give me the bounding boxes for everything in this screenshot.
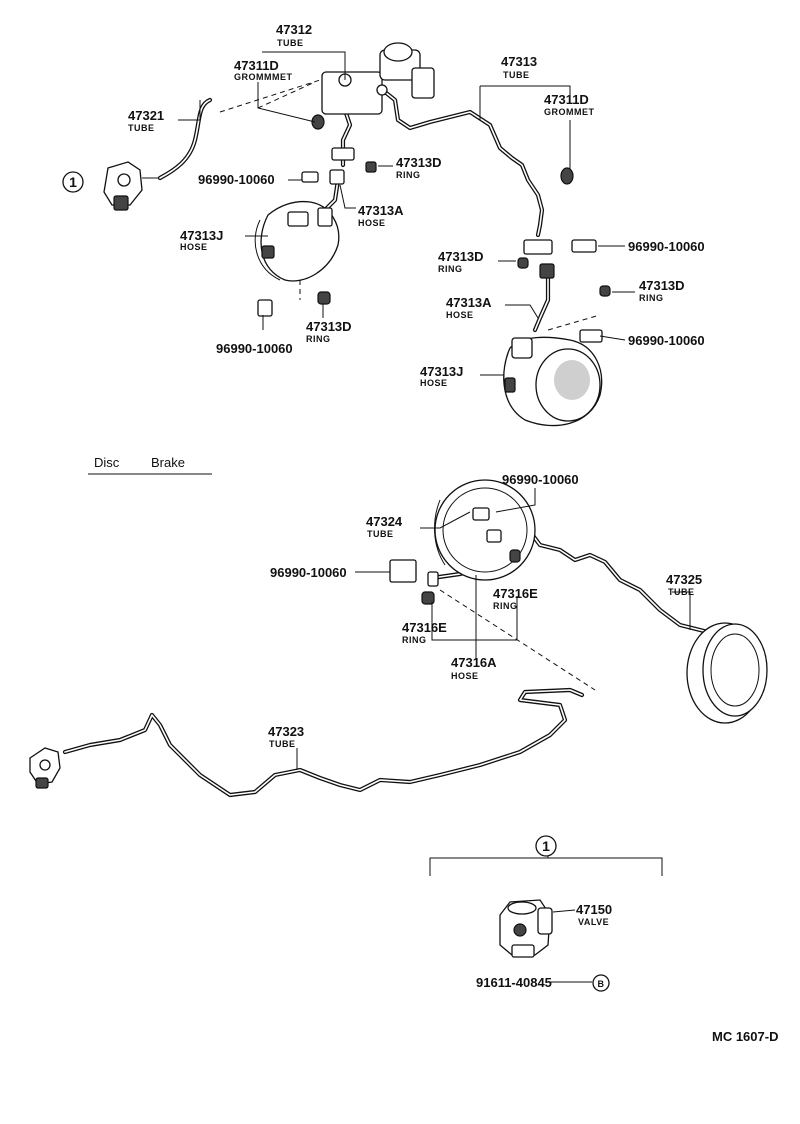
callout-47313D-c-name: RING (438, 264, 463, 274)
clips-and-rings (257, 114, 611, 605)
callout-96990-a: 96990-10060 (198, 172, 275, 187)
svg-text:1: 1 (69, 174, 77, 190)
ref-marker-1-top: 1 (62, 171, 84, 193)
callout-47313D-d-number: 47313D (639, 278, 685, 293)
section-label-brake: Brake (151, 455, 185, 470)
callout-47313-number: 47313 (501, 54, 537, 69)
master-cylinder (321, 42, 435, 115)
callout-91611: 91611-40845 (476, 975, 552, 990)
diagram-code: MC 1607-D (712, 1029, 778, 1044)
callout-47311D-a-number: 47311D (234, 58, 279, 73)
front-right-caliper (503, 336, 603, 427)
brake-pipes (62, 82, 758, 798)
callout-47313J-a-name: HOSE (180, 242, 208, 252)
proportioning-valve-top (103, 161, 158, 211)
callout-47150-number: 47150 (576, 902, 612, 917)
callout-47313D-b-number: 47313D (306, 319, 352, 334)
callout-47311D-b-number: 47311D (544, 92, 589, 107)
section-label-disc: Disc (94, 455, 120, 470)
ref-marker-b: B (592, 974, 610, 992)
callout-47312-number: 47312 (276, 22, 312, 37)
valve-47150 (499, 899, 553, 958)
callout-47321-name: TUBE (128, 123, 155, 133)
rear-drum-left (434, 479, 536, 581)
callout-47316A-name: HOSE (451, 671, 479, 681)
callout-47313-name: TUBE (503, 70, 530, 80)
callout-47313A-a-name: HOSE (358, 218, 386, 228)
callout-47313A-a-number: 47313A (358, 203, 404, 218)
callout-47313D-c-number: 47313D (438, 249, 484, 264)
callout-96990-c: 96990-10060 (628, 239, 705, 254)
callout-47316E-a-number: 47316E (493, 586, 538, 601)
callout-47313J-b-number: 47313J (420, 364, 463, 379)
callout-96990-e: 96990-10060 (502, 472, 579, 487)
rear-drum-right (686, 622, 768, 724)
callout-47324-name: TUBE (367, 529, 394, 539)
callout-47324-number: 47324 (366, 514, 403, 529)
callout-47323-name: TUBE (269, 739, 296, 749)
callout-47325-name: TUBE (668, 587, 695, 597)
callout-47313D-a-name: RING (396, 170, 421, 180)
leader-lines (88, 51, 691, 983)
callout-47313J-a-number: 47313J (180, 228, 223, 243)
callout-47316E-a-name: RING (493, 601, 518, 611)
callout-47313D-b-name: RING (306, 334, 331, 344)
callout-47313A-b-number: 47313A (446, 295, 492, 310)
callout-47316E-b-number: 47316E (402, 620, 447, 635)
rear-junction-left (29, 747, 61, 789)
callout-96990-b: 96990-10060 (216, 341, 293, 356)
svg-text:B: B (598, 979, 605, 989)
callout-47313D-d-name: RING (639, 293, 664, 303)
ref-marker-1-legend: 1 (535, 835, 557, 857)
callout-47150-name: VALVE (578, 917, 609, 927)
front-left-caliper (254, 200, 340, 282)
callout-96990-d: 96990-10060 (628, 333, 705, 348)
callout-47316A-number: 47316A (451, 655, 497, 670)
callout-47311D-a-name: GROMMMET (234, 72, 293, 82)
callout-47316E-b-name: RING (402, 635, 427, 645)
callout-47313D-a-number: 47313D (396, 155, 442, 170)
callout-47323-number: 47323 (268, 724, 304, 739)
callout-47313A-b-name: HOSE (446, 310, 474, 320)
callout-47311D-b-name: GROMMET (544, 107, 595, 117)
callout-47325-number: 47325 (666, 572, 702, 587)
callout-96990-f: 96990-10060 (270, 565, 347, 580)
callout-47312-name: TUBE (277, 38, 304, 48)
callout-47321-number: 47321 (128, 108, 164, 123)
svg-text:1: 1 (542, 838, 550, 854)
callout-47313J-b-name: HOSE (420, 378, 448, 388)
